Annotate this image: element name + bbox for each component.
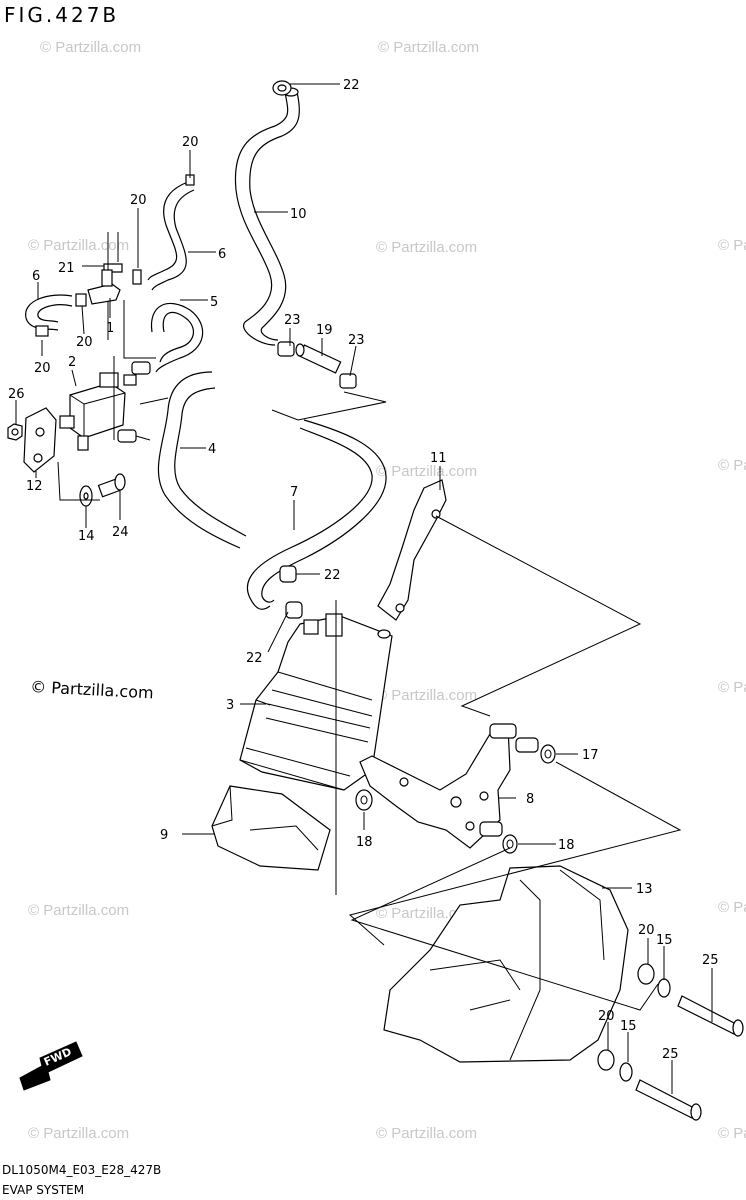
assembly-lines	[57, 300, 682, 1011]
callout-10: 9	[160, 828, 168, 843]
callout-14: 14	[78, 529, 95, 544]
callout-24: 24	[112, 525, 129, 540]
watermark: © Partzilla.com	[376, 239, 477, 256]
callout-labels: 22 10 20 20 6 5 21 6 20 20 1 2 26 12 14 …	[8, 78, 719, 1062]
callout-4: 4	[208, 442, 216, 457]
callout-23: 23	[284, 313, 301, 328]
watermark: © Partzilla.com	[718, 1125, 746, 1142]
watermark: © Partzilla.com	[28, 1125, 129, 1142]
hose-7	[246, 419, 387, 610]
clamp-23-right	[339, 373, 357, 389]
clamp-22-upper	[279, 565, 297, 583]
clip-20-mid	[132, 269, 142, 285]
callout-1: 1	[106, 321, 114, 336]
clamp-22-lower	[285, 601, 303, 619]
callout-18: 20	[598, 1009, 615, 1024]
grommet-18-upper	[637, 963, 655, 985]
callout-23: 22	[343, 78, 360, 93]
callout-11: 11	[430, 451, 447, 466]
pipe-19	[295, 343, 342, 374]
callout-9: 8	[526, 792, 534, 807]
watermark: © Partzilla.com	[718, 679, 746, 696]
callout-25: 25	[702, 953, 719, 968]
callout-8: 10	[290, 207, 307, 222]
washer-15-lower	[619, 1062, 633, 1082]
callout-13: 13	[636, 882, 653, 897]
clamp-20-left	[75, 293, 87, 307]
watermark-main: © Partzilla.com	[30, 677, 154, 702]
callout-20: 20	[76, 335, 93, 350]
joint-1	[87, 269, 121, 305]
bolt-25-lower	[635, 1079, 702, 1121]
callout-3: 3	[226, 698, 234, 713]
callout-26: 26	[8, 387, 25, 402]
footer-code: DL1050M4_E03_E28_427B	[2, 1163, 161, 1177]
bracket-9	[359, 723, 539, 849]
bracket-12	[23, 407, 57, 473]
callout-22: 22	[324, 568, 341, 583]
callout-15: 15	[656, 933, 673, 948]
clamp-23-left	[277, 341, 295, 357]
washer-14	[79, 485, 93, 507]
hose-6-upper	[147, 181, 195, 291]
watermark: © Partzilla.com	[718, 457, 746, 474]
hose-6-left	[25, 294, 73, 331]
watermark: © Partzilla.com	[718, 899, 746, 916]
watermark: © Partzilla.com	[376, 463, 477, 480]
leader-lines	[15, 83, 713, 1094]
callout-20: 20	[34, 361, 51, 376]
callout-23: 23	[348, 333, 365, 348]
grommet-17	[355, 789, 373, 811]
watermark: © Partzilla.com	[28, 902, 129, 919]
fwd-arrow-badge: FWD	[19, 1041, 83, 1091]
footer-section: EVAP SYSTEM	[2, 1183, 84, 1197]
washer-16-upper	[540, 744, 556, 764]
watermark: © Partzilla.com	[378, 39, 479, 56]
callout-6: 6	[32, 269, 40, 284]
callout-12: 12	[26, 479, 43, 494]
bolt-25-upper	[677, 995, 744, 1037]
callout-6: 6	[218, 247, 226, 262]
callout-15: 15	[620, 1019, 637, 1034]
callout-18: 20	[638, 923, 655, 938]
canister-3	[239, 613, 393, 791]
callout-20: 20	[130, 193, 147, 208]
bracket-10	[211, 785, 331, 871]
callout-19: 19	[316, 323, 333, 338]
callout-7: 7	[290, 485, 298, 500]
watermark: © Partzilla.com	[718, 237, 746, 254]
watermark: © Partzilla.com	[28, 237, 129, 254]
callout-22: 22	[246, 651, 263, 666]
figure-title: FIG.427B	[4, 3, 119, 27]
washer-15-upper	[657, 978, 671, 998]
callout-2: 2	[68, 355, 76, 370]
callout-20: 20	[182, 135, 199, 150]
clamp-fittings-left	[117, 361, 151, 443]
watermark: © Partzilla.com	[40, 39, 141, 56]
callout-21: 21	[58, 261, 75, 276]
nut-26	[7, 423, 23, 441]
callout-17: 18	[356, 835, 373, 850]
bracket-11	[377, 479, 447, 621]
bolt-24	[97, 473, 126, 498]
callout-25: 25	[662, 1047, 679, 1062]
hose-5	[150, 302, 204, 373]
callout-5: 5	[210, 295, 218, 310]
watermark: © Partzilla.com	[376, 687, 477, 704]
callout-16: 17	[582, 748, 599, 763]
clamp-23-top	[272, 80, 292, 96]
watermarks: © Partzilla.com © Partzilla.com © Partzi…	[28, 39, 746, 1142]
watermark: © Partzilla.com	[376, 1125, 477, 1142]
clamp-20-lower	[35, 325, 49, 337]
hose-4	[157, 371, 247, 549]
grommet-18-lower	[597, 1049, 615, 1071]
callout-16: 18	[558, 838, 575, 853]
cover-13	[383, 865, 629, 1063]
